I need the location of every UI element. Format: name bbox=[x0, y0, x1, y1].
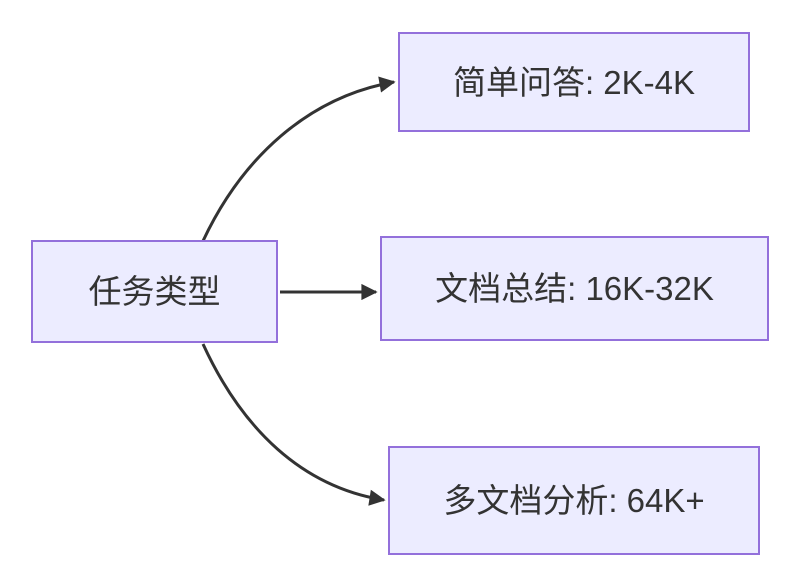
node-task-type: 任务类型 bbox=[31, 240, 278, 343]
edge-task-type-to-simple-qa bbox=[201, 76, 396, 242]
node-doc-summary-label: 文档总结: 16K-32K bbox=[435, 270, 714, 307]
node-simple-qa-label: 简单问答: 2K-4K bbox=[452, 63, 696, 101]
node-multidoc: 多文档分析: 64K+ bbox=[388, 446, 760, 555]
edge-task-type-to-multidoc bbox=[201, 343, 386, 506]
node-task-type-label: 任务类型 bbox=[88, 273, 221, 310]
node-simple-qa: 简单问答: 2K-4K bbox=[398, 32, 750, 132]
node-multidoc-label: 多文档分析: 64K+ bbox=[443, 482, 705, 519]
node-doc-summary: 文档总结: 16K-32K bbox=[380, 236, 769, 341]
